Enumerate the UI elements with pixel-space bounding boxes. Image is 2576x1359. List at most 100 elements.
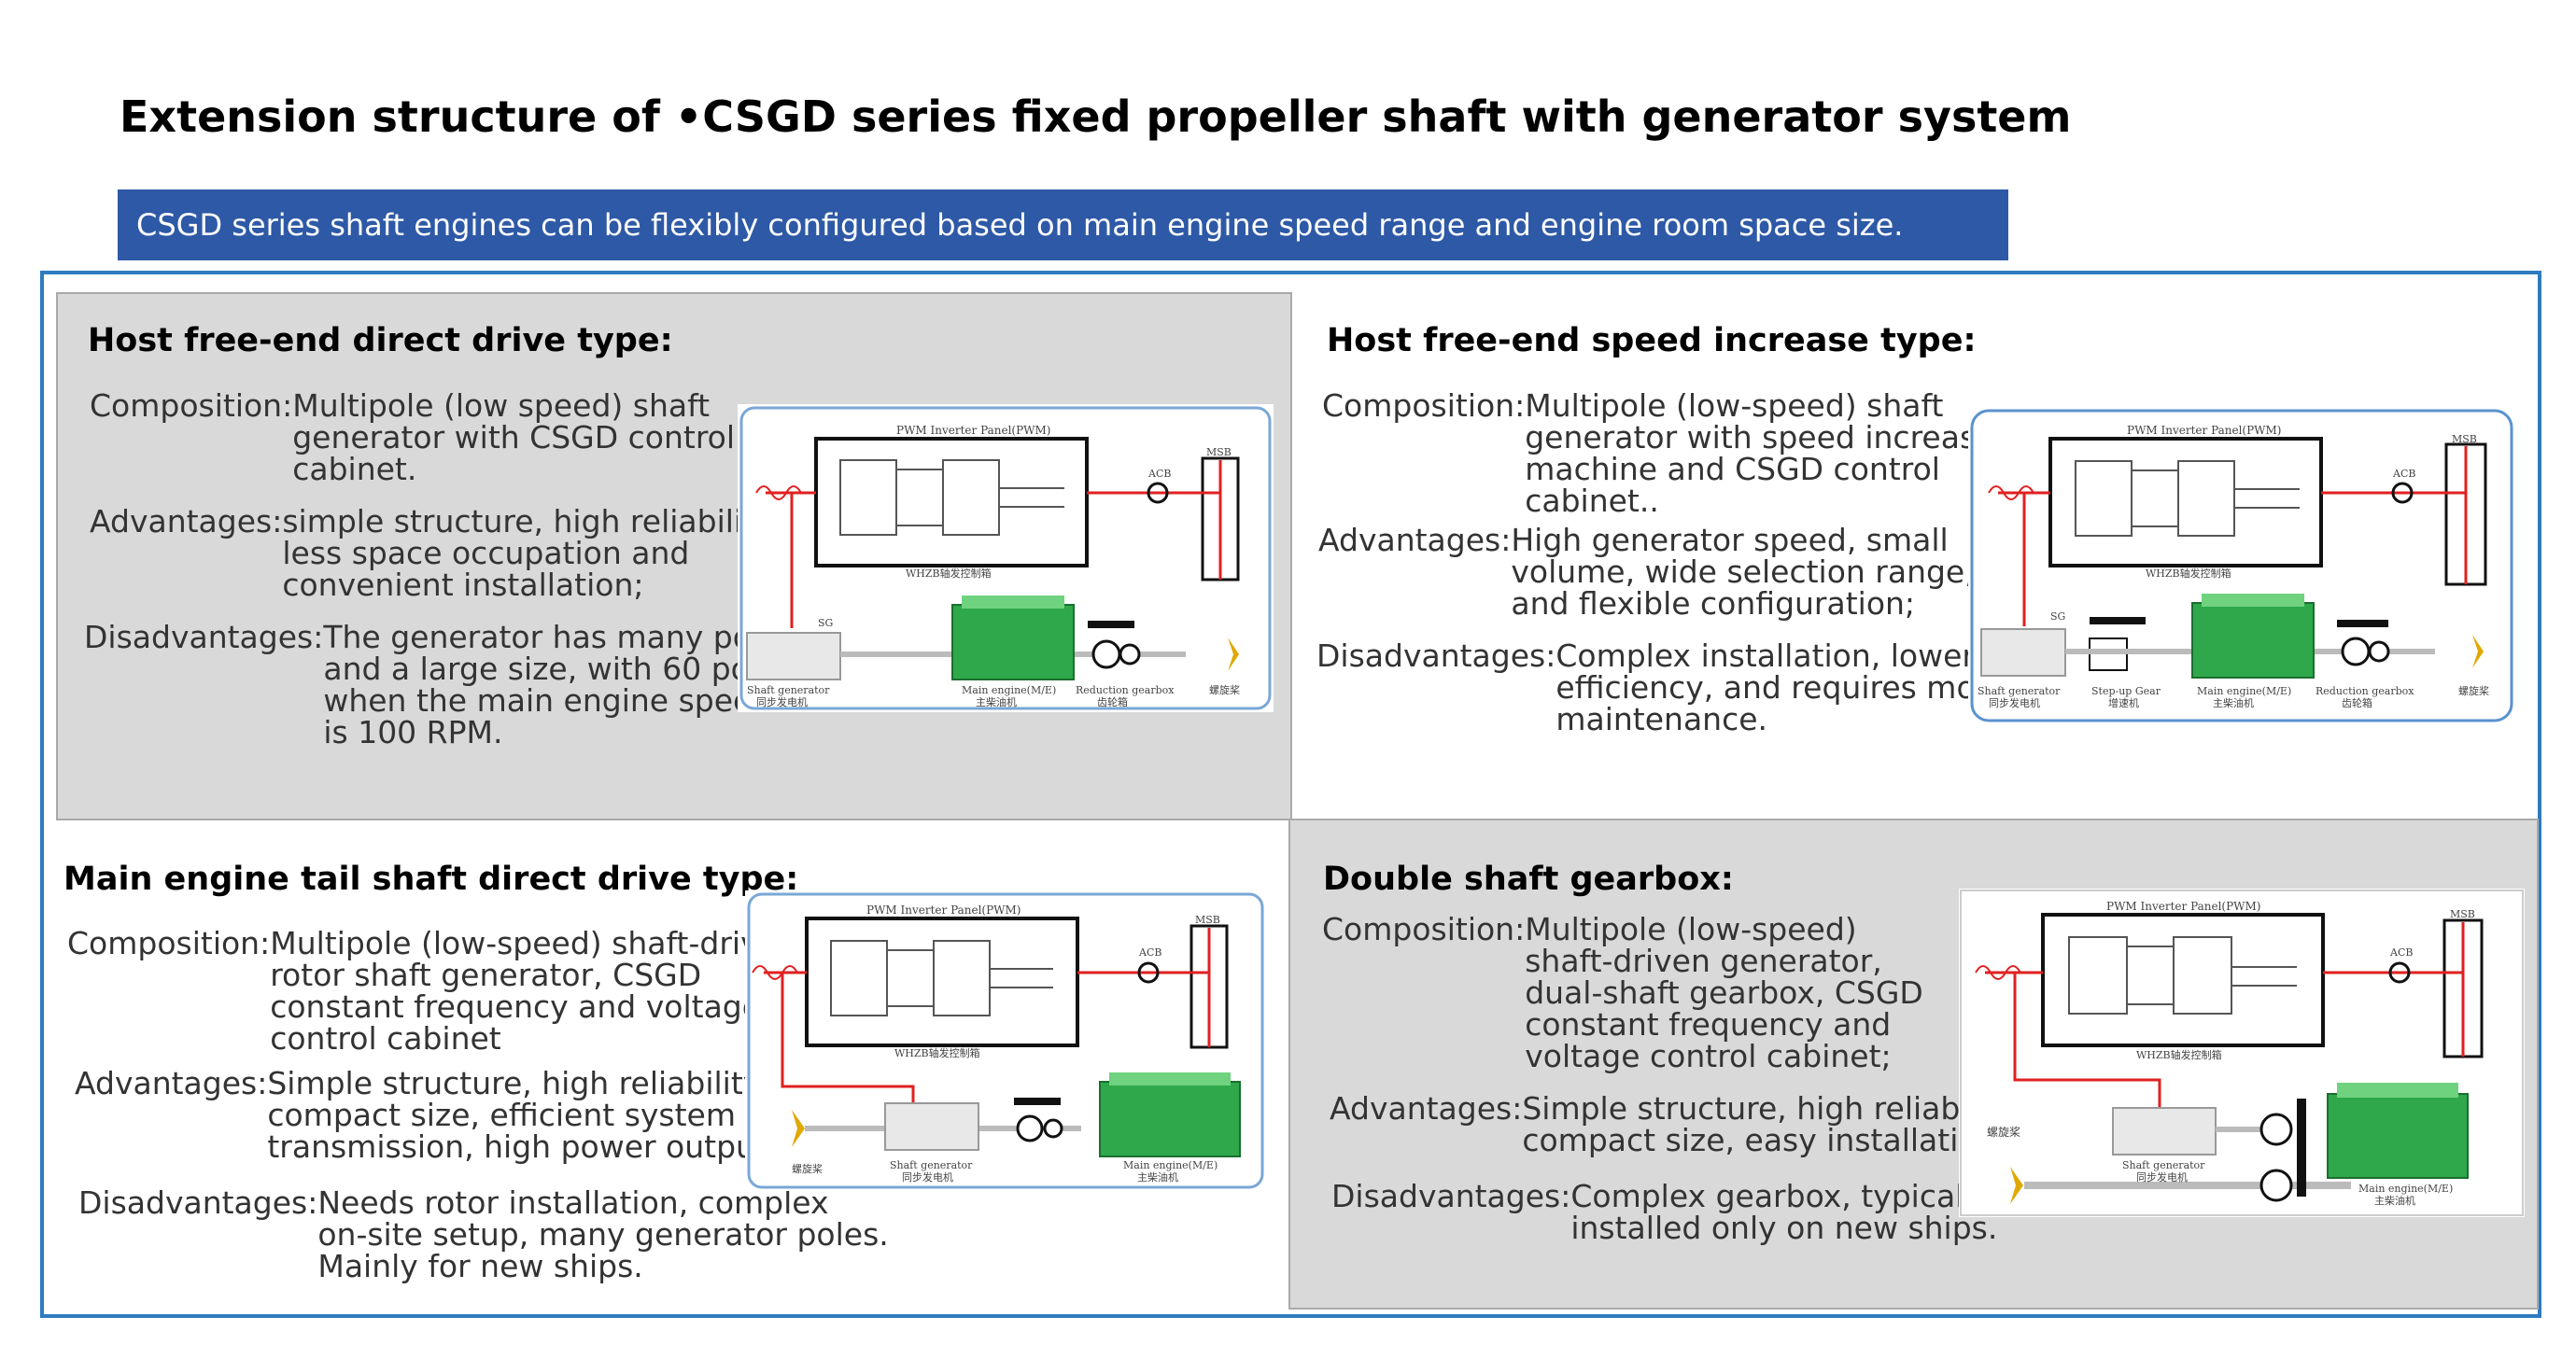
main-engine-top xyxy=(1109,1072,1231,1086)
inverter-panel-box xyxy=(814,437,1089,567)
advantages-label: Advantages: xyxy=(1318,522,1512,558)
main-engine-top xyxy=(2337,1083,2458,1098)
diagram-svg: PWM Inverter Panel(PWM) WHZB轴发控制箱 MSB AC… xyxy=(747,892,1264,1189)
composition-text: Multipole (low-speed) shaft-driven rotor… xyxy=(270,925,797,1057)
quadrant-title: Main engine tail shaft direct drive type… xyxy=(63,861,799,898)
acb-label: ACB xyxy=(2392,468,2415,480)
gear-icon xyxy=(1043,1118,1063,1139)
shaft-generator-cn-label: 同步发电机 xyxy=(2136,1170,2188,1184)
shaft-generator-icon xyxy=(884,1102,979,1151)
inverter-panel-box xyxy=(2048,437,2323,567)
shaft-generator-label: Shaft generator xyxy=(1978,685,2061,697)
cabinet-label: WHZB轴发控制箱 xyxy=(894,1046,980,1059)
cabinet-label: WHZB轴发控制箱 xyxy=(2146,567,2231,580)
composition-label: Composition: xyxy=(1322,387,1526,424)
composition-row: Composition: Multipole (low-speed) shaft… xyxy=(1322,914,2026,1072)
diagram-outline xyxy=(747,892,1264,1189)
main-engine-icon xyxy=(951,604,1075,680)
disadvantages-label: Disadvantages: xyxy=(1316,637,1556,674)
inverter-circuit xyxy=(839,459,1064,536)
shaft-generator-cn-label: 同步发电机 xyxy=(756,695,808,708)
main-engine-icon xyxy=(2191,602,2315,679)
advantages-text: Simple structure, high reliability, comp… xyxy=(1522,1090,2026,1158)
gearbox-bar xyxy=(2337,620,2388,627)
composition-label: Composition: xyxy=(67,925,271,961)
system-diagram: PWM Inverter Panel(PWM) WHZB轴发控制箱 MSB AC… xyxy=(1959,889,2525,1217)
main-engine-top xyxy=(962,595,1064,609)
inverter-circuit xyxy=(2075,460,2300,537)
quadrant-description: Composition: Multipole (low-speed) shaft… xyxy=(1316,387,2024,737)
propeller-label: 螺旋桨 xyxy=(1987,1126,2020,1139)
inverter-panel-label: PWM Inverter Panel(PWM) xyxy=(2127,424,2282,437)
quadrant-title: Host free-end speed increase type: xyxy=(1327,322,1977,359)
inverter-panel-box xyxy=(805,917,1079,1047)
propeller-label: 螺旋桨 xyxy=(1209,683,1240,696)
quadrant-description: Composition: Multipole (low-speed) shaft… xyxy=(1322,914,2026,1244)
generator-line xyxy=(781,973,915,1103)
advantages-row: Advantages: Simple structure, high relia… xyxy=(1330,1093,2026,1156)
shaft-generator-label: Shaft generator xyxy=(2122,1159,2205,1171)
shaft-generator-cn-label: 同步发电机 xyxy=(902,1170,953,1184)
main-engine-label: Main engine(M/E) xyxy=(2197,685,2291,697)
main-engine-label: Main engine(M/E) xyxy=(1123,1159,1218,1171)
advantages-row: Advantages: High generator speed, small … xyxy=(1318,525,2023,620)
inverter-circuit xyxy=(2068,936,2297,1015)
composition-label: Composition: xyxy=(1322,911,1526,947)
propeller-icon xyxy=(1228,637,1239,671)
disadvantages-text: Complex gearbox, typically installed onl… xyxy=(1570,1178,1998,1246)
quadrant-description: Composition: Multipole (low speed) shaft… xyxy=(84,390,795,749)
inverter-panel-box xyxy=(2041,913,2325,1047)
propeller-icon xyxy=(792,1110,805,1147)
propeller-label: 螺旋桨 xyxy=(2458,684,2489,697)
composition-text: Multipole (low speed) shaft generator wi… xyxy=(292,387,736,487)
advantages-label: Advantages: xyxy=(1330,1090,1523,1127)
diagram-svg: PWM Inverter Panel(PWM) WHZB轴发控制箱 MSB AC… xyxy=(1960,890,2524,1216)
acb-switch xyxy=(1137,961,1160,984)
reduction-gearbox-cn-label: 齿轮箱 xyxy=(1097,695,1128,708)
advantages-text: simple structure, high reliability, less… xyxy=(282,503,783,603)
gear-icon-lower xyxy=(2259,1169,2293,1202)
reduction-gearbox-label: Reduction gearbox xyxy=(1076,684,1175,696)
disadvantages-row: Disadvantages: The generator has many po… xyxy=(84,622,795,749)
diagram-svg: PWM Inverter Panel(PWM) WHZB轴发控制箱 MSB AC… xyxy=(739,406,1272,710)
disadvantages-text: Complex installation, lower efficiency, … xyxy=(1555,637,2006,737)
main-engine-cn-label: 主柴油机 xyxy=(976,695,1017,708)
main-engine-cn-label: 主柴油机 xyxy=(2374,1194,2415,1207)
propeller-label: 螺旋桨 xyxy=(792,1162,823,1175)
ac-wave-icon xyxy=(752,965,798,980)
msb-label: MSB xyxy=(2452,433,2477,445)
acb-switch xyxy=(2391,482,2414,504)
composition-text: Multipole (low-speed) shaft generator wi… xyxy=(1525,387,2024,519)
acb-label: ACB xyxy=(1138,946,1161,959)
disadvantages-row: Disadvantages: Complex gearbox, typicall… xyxy=(1331,1181,2026,1244)
system-diagram: PWM Inverter Panel(PWM) WHZB轴发控制箱 MSB AC… xyxy=(738,404,1274,712)
ac-wave-icon xyxy=(1975,965,2021,980)
disadvantages-label: Disadvantages: xyxy=(84,619,324,655)
reduction-gear-icon xyxy=(2341,637,2371,666)
shaft-generator-icon xyxy=(2112,1107,2217,1156)
diagram-outline xyxy=(1960,890,2524,1216)
composition-row: Composition: Multipole (low speed) shaft… xyxy=(90,390,795,485)
inverter-circuit xyxy=(830,940,1053,1016)
acb-switch xyxy=(1147,482,1169,504)
advantages-text: Simple structure, high reliability, comp… xyxy=(267,1065,779,1165)
subtitle-banner: CSGD series shaft engines can be flexibl… xyxy=(118,189,2008,260)
propeller-icon xyxy=(2472,635,2484,668)
system-diagram: PWM Inverter Panel(PWM) WHZB轴发控制箱 MSB AC… xyxy=(745,890,1266,1191)
page-title: Extension structure of •CSGD series fixe… xyxy=(120,91,2072,142)
sg-label: SG xyxy=(2050,610,2065,623)
stepup-gear-bar xyxy=(2090,617,2146,624)
advantages-row: Advantages: simple structure, high relia… xyxy=(90,506,795,601)
quadrant-title: Host free-end direct drive type: xyxy=(88,322,673,359)
acb-label: ACB xyxy=(1147,468,1171,480)
disadvantages-text: Needs rotor installation, complex on-sit… xyxy=(317,1184,889,1284)
msb-label: MSB xyxy=(1206,446,1232,458)
disadvantages-row: Disadvantages: Needs rotor installation,… xyxy=(78,1187,889,1282)
acb-switch xyxy=(2388,961,2411,984)
shaft-generator-icon xyxy=(1980,628,2066,677)
cabinet-label: WHZB轴发控制箱 xyxy=(906,567,992,580)
main-engine-cn-label: 主柴油机 xyxy=(1137,1170,1178,1184)
diagram-outline xyxy=(1970,409,2513,722)
gear-icon xyxy=(1119,643,1141,665)
ac-wave-icon xyxy=(1988,485,2034,500)
